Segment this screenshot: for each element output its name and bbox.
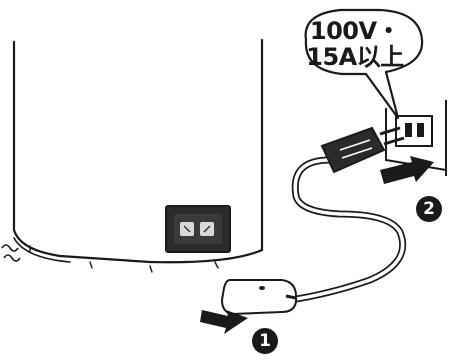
step-2-badge: 2	[416, 196, 442, 222]
step-1-badge: 1	[252, 328, 278, 354]
steam-vent-mark	[1, 244, 21, 262]
callout-current: 15A以上	[306, 43, 404, 71]
callout-text: 100V・ 15A以上	[300, 18, 410, 70]
callout-voltage: 100V・	[309, 17, 401, 45]
insert-arrow-1	[200, 310, 248, 334]
wall-outlet	[385, 100, 447, 176]
appliance-body	[12, 38, 264, 273]
callout-bubble	[304, 8, 424, 120]
insert-arrow-2	[380, 156, 434, 184]
appliance-connector	[220, 279, 297, 316]
wall-plug	[320, 126, 405, 174]
appliance-inlet-socket	[165, 205, 231, 253]
